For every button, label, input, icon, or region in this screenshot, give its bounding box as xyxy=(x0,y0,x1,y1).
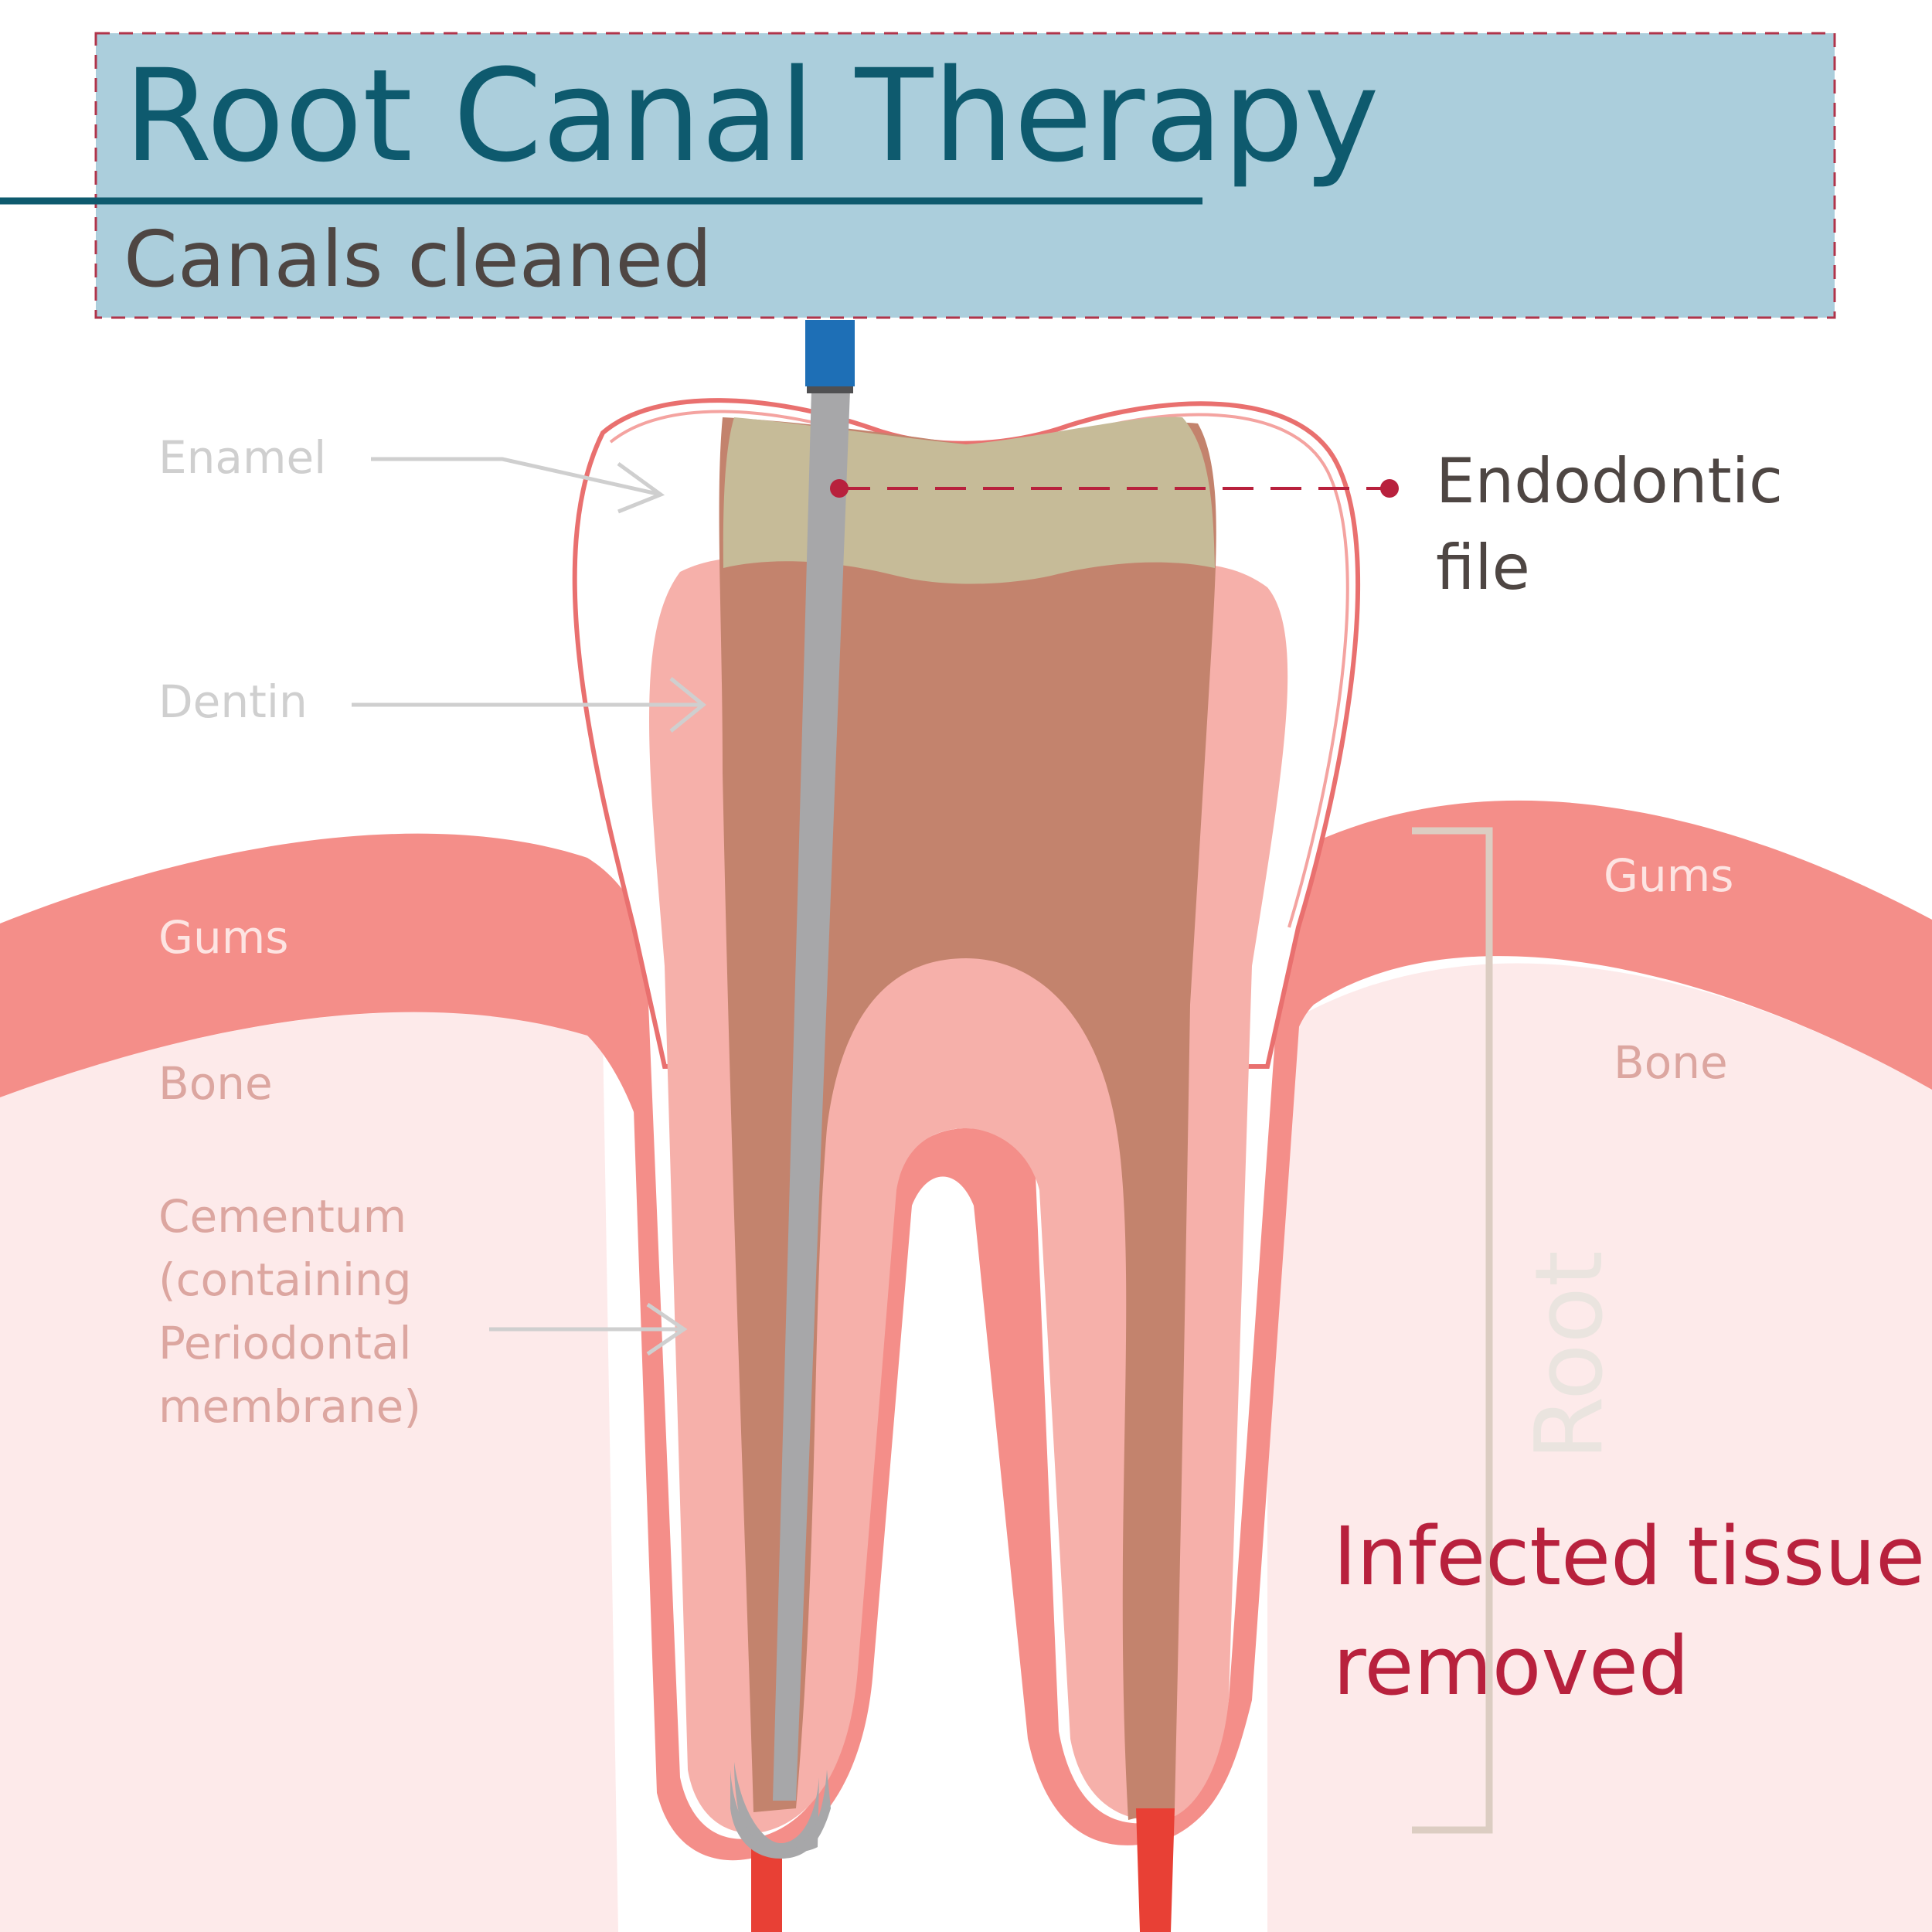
arrow-cementum xyxy=(489,1302,688,1356)
label-endodontic-file: Endodontic file xyxy=(1436,445,1802,604)
label-endodontic-line-2: file xyxy=(1436,532,1530,604)
page-subtitle: Canals cleaned xyxy=(124,214,712,304)
arrow-enamel xyxy=(371,457,665,514)
label-infected-tissue: Infected tissue removed xyxy=(1333,1509,1932,1713)
arrow-dentin xyxy=(352,677,706,733)
label-cementum-line-4: membrane) xyxy=(158,1380,421,1433)
label-root: Root xyxy=(1516,1250,1624,1461)
header-banner xyxy=(94,32,1836,319)
label-cementum-line-1: Cementum xyxy=(158,1190,406,1243)
label-infected-line-2: removed xyxy=(1333,1619,1689,1713)
gum-left xyxy=(0,833,680,1236)
endodontic-file-handle xyxy=(805,320,855,386)
gum-right xyxy=(1252,800,1932,1236)
endodontic-file-tip xyxy=(734,1762,819,1854)
nerve-right xyxy=(1136,1808,1175,1932)
label-gums-left: Gums xyxy=(158,911,288,964)
label-dentin: Dentin xyxy=(158,675,308,728)
label-gums-right: Gums xyxy=(1604,849,1733,902)
bone-region xyxy=(0,963,1932,1932)
pointer-dot-file xyxy=(830,479,849,498)
label-bone-left: Bone xyxy=(158,1057,273,1110)
pulp-chamber xyxy=(719,417,1216,1820)
label-cementum-line-3: Periodontal xyxy=(158,1317,412,1369)
label-cementum-line-2: (containing xyxy=(158,1253,412,1306)
label-endodontic-line-1: Endodontic xyxy=(1436,445,1783,517)
label-infected-line-1: Infected tissue xyxy=(1333,1509,1925,1604)
label-enamel: Enamel xyxy=(158,431,326,484)
label-cementum: Cementum (containing Periodontal membran… xyxy=(158,1190,426,1433)
root-bracket xyxy=(1412,827,1493,1834)
nerve-left xyxy=(751,1847,782,1932)
label-bone-right: Bone xyxy=(1614,1036,1728,1089)
pointer-dot-label xyxy=(1380,479,1399,498)
page-title: Root Canal Therapy xyxy=(124,42,1379,190)
endodontic-file-shaft xyxy=(773,390,850,1801)
